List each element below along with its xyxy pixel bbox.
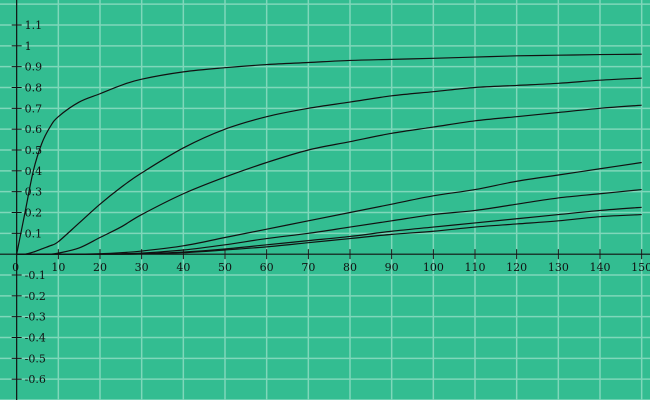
series-line-1 <box>16 53 642 255</box>
x-tick-label: 50 <box>218 261 232 274</box>
x-tick-label: 80 <box>343 261 357 274</box>
x-tick-label: 150 <box>631 261 650 274</box>
x-tick-label: 10 <box>51 261 65 274</box>
x-tick-label: 40 <box>176 261 190 274</box>
y-tick-label: 0.3 <box>25 186 42 199</box>
y-tick-label: 0.7 <box>25 102 42 115</box>
y-tick-label: 0.8 <box>25 82 42 95</box>
x-tick-label: 20 <box>93 261 107 274</box>
x-tick-label: 140 <box>590 261 611 274</box>
tick-marks <box>11 24 643 380</box>
y-tick-label: 0.6 <box>25 123 42 136</box>
y-tick-label: 1.1 <box>25 19 42 32</box>
series-line-2 <box>16 77 642 255</box>
x-tick-label: 130 <box>548 261 569 274</box>
series-lines <box>16 53 642 255</box>
y-tick-label: 1 <box>25 40 32 53</box>
y-tick-label: -0.6 <box>25 373 46 386</box>
x-tick-label: 60 <box>260 261 274 274</box>
x-tick-label: 90 <box>385 261 399 274</box>
x-tick-label: 120 <box>506 261 527 274</box>
x-tick-label: 110 <box>465 261 486 274</box>
x-tick-label: 100 <box>423 261 444 274</box>
y-tick-label: 0.1 <box>25 227 42 240</box>
origin-label: 0 <box>12 261 19 274</box>
y-tick-label: -0.2 <box>25 290 46 303</box>
y-tick-label: 0.9 <box>25 61 42 74</box>
x-tick-label: 70 <box>301 261 315 274</box>
y-tick-label: -0.1 <box>25 269 46 282</box>
y-tick-label: 0.2 <box>25 207 42 220</box>
series-line-7 <box>16 213 642 255</box>
y-tick-label: -0.4 <box>25 332 46 345</box>
x-tick-label: 30 <box>135 261 149 274</box>
y-tick-label: -0.5 <box>25 352 46 365</box>
y-tick-label: -0.3 <box>25 311 46 324</box>
